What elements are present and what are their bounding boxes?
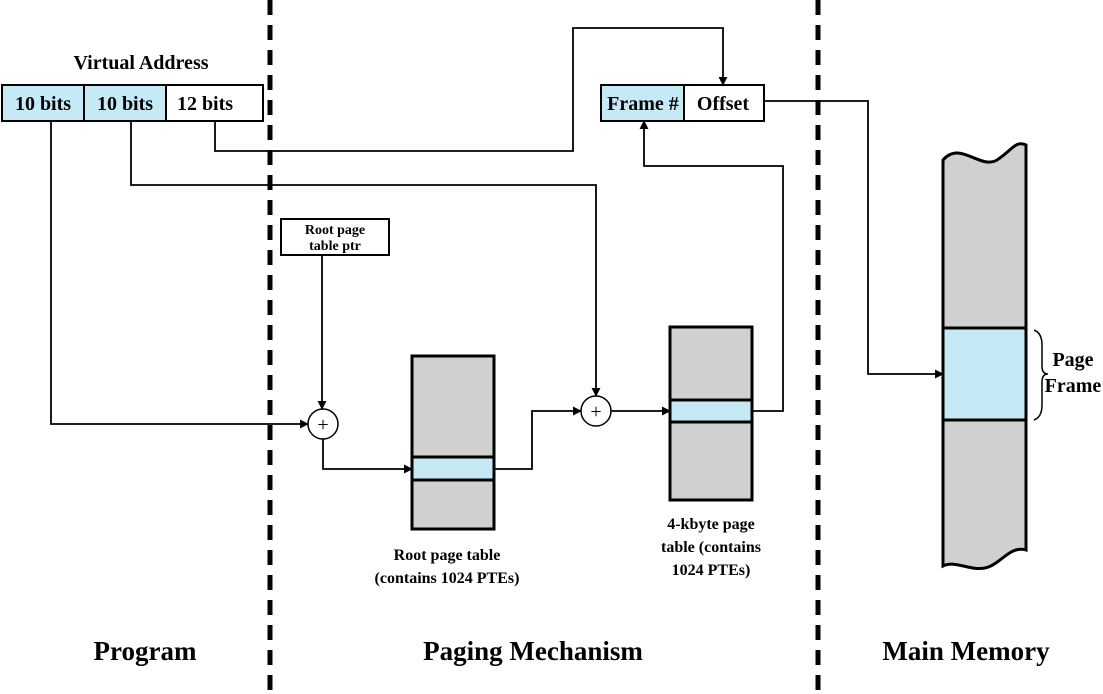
va-field-directory-label: 10 bits	[15, 93, 71, 115]
page-table-label-line2: table (contains	[661, 539, 761, 556]
pa-field-offset-label: Offset	[697, 93, 750, 115]
table-field-to-adder-arrow	[130, 121, 601, 397]
va-field-table-label: 10 bits	[97, 93, 153, 115]
page-frame-brace	[1033, 329, 1049, 421]
root-table-label-line1: Root page table	[394, 547, 501, 564]
root-adder-to-table-arrow	[322, 439, 413, 474]
page-entry-to-frame-arrow	[639, 120, 784, 412]
root-page-table-entry	[410, 455, 496, 482]
root-entry-to-table-adder-arrow	[494, 406, 582, 470]
table-adder-symbol: +	[590, 401, 601, 423]
offset-to-physical-offset-arrow	[214, 27, 728, 152]
section-paging-mechanism: Paging Mechanism	[423, 636, 643, 666]
page-frame-label-line2: Frame	[1045, 375, 1102, 397]
root-table-label-line2: (contains 1024 PTEs)	[375, 570, 520, 587]
root-adder-symbol: +	[317, 414, 328, 436]
root-ptr-line1: Root page	[305, 223, 365, 238]
va-field-offset-label: 12 bits	[177, 93, 233, 115]
root-page-table	[410, 354, 496, 531]
root-ptr-line2: table ptr	[309, 239, 361, 254]
page-frame-block	[941, 326, 1028, 422]
directory-to-root-adder-arrow	[50, 121, 309, 429]
section-program: Program	[94, 636, 197, 666]
section-main-memory: Main Memory	[882, 636, 1050, 666]
root-ptr-box	[280, 218, 390, 256]
physical-address-to-page-frame-arrow	[764, 100, 944, 379]
virtual-address-title: Virtual Address	[73, 52, 208, 74]
page-table-label-line1: 4-kbyte page	[667, 516, 755, 533]
pa-field-frame-label: Frame #	[607, 93, 679, 115]
page-frame-label-line1: Page	[1052, 349, 1093, 371]
pa-field-frame	[600, 84, 685, 122]
page-table-label-line3: 1024 PTEs)	[672, 562, 751, 579]
page-table-entry	[668, 398, 754, 424]
